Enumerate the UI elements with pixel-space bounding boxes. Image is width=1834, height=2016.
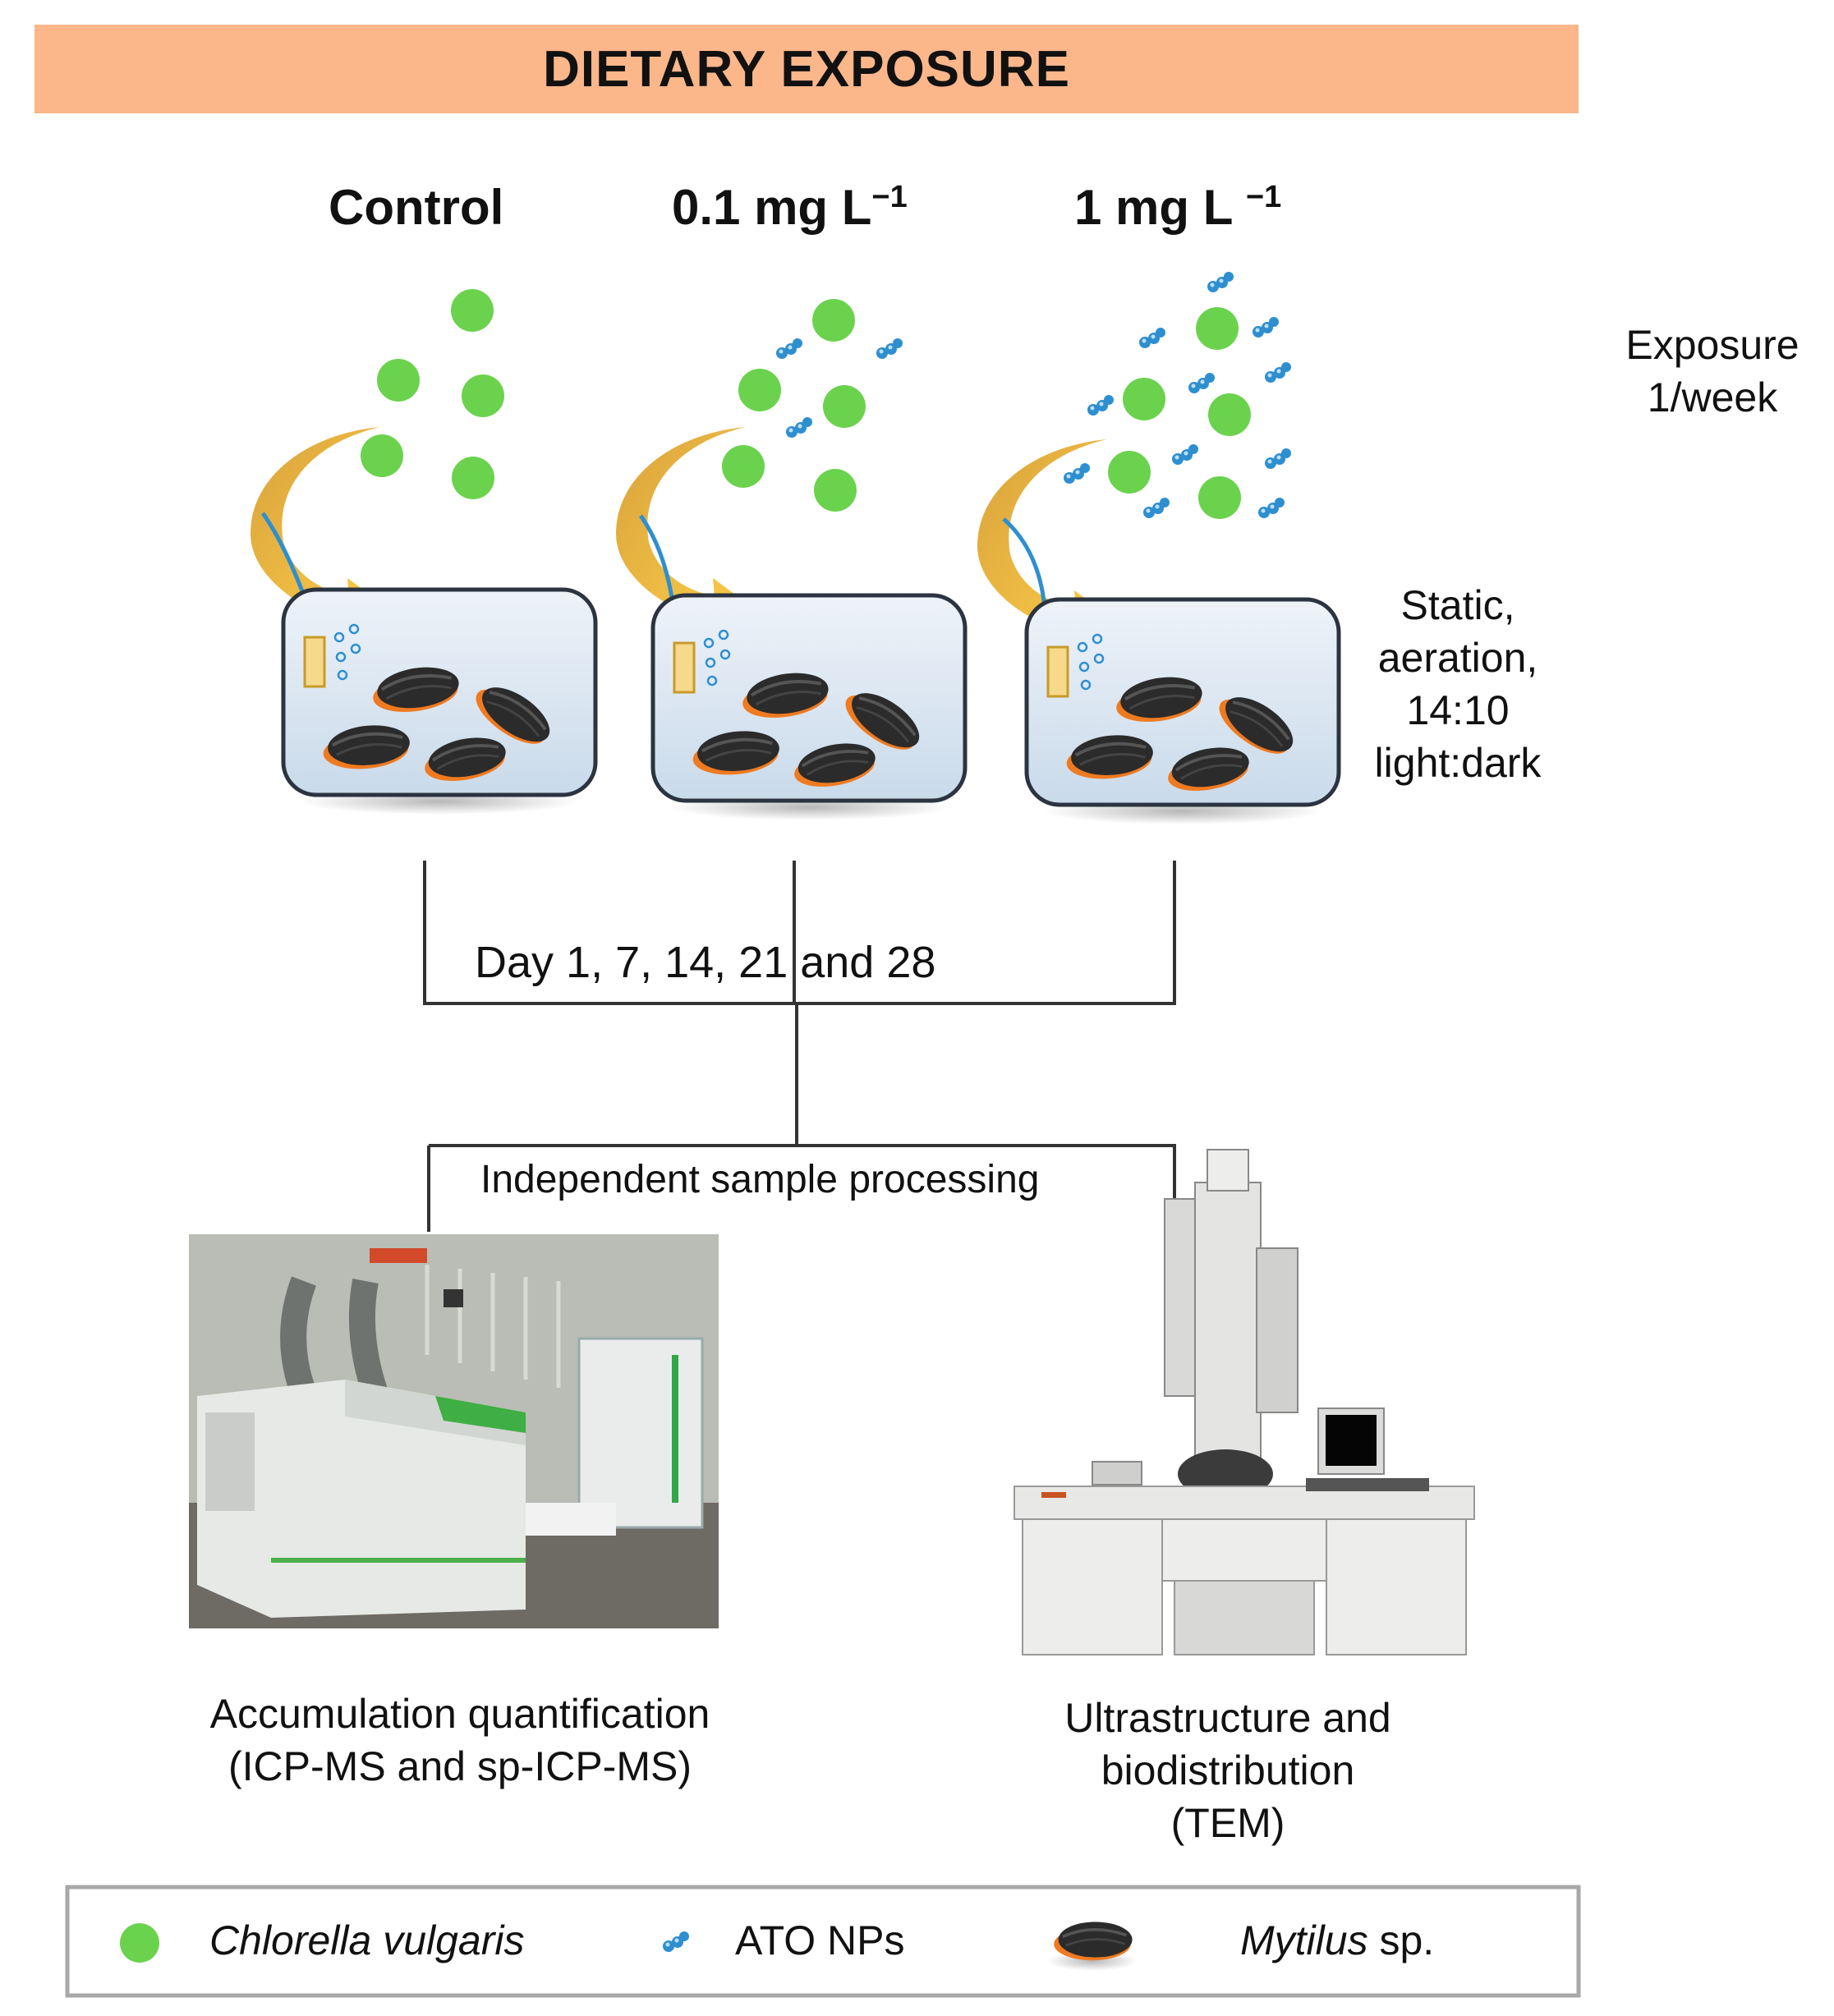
algae-low [722,299,866,512]
tem-caption: Ultrastructure and biodistribution (TEM) [1064,1695,1391,1846]
sampling-bracket [423,861,1176,1146]
tank-high [1027,599,1339,824]
legend-mussel-label: Mytilus sp. [1240,1917,1435,1963]
icp-ms-instrument-image [189,1234,719,1628]
nanoparticles-high [1064,272,1291,518]
processing-bracket [427,1144,1176,1232]
tank-control [283,590,595,815]
legend-mussel-swatch [1047,1920,1138,1971]
tank-conditions-note: Static, aeration, 14:10 light:dark [1374,582,1542,786]
legend-algae-swatch [120,1923,159,1963]
diagram-title: DIETARY EXPOSURE [543,40,1070,98]
legend-algae-label: Chlorella vulgaris [209,1917,525,1963]
tem-instrument-image [1014,1149,1475,1656]
condition-label-high: 1 mg L −1 [1074,180,1282,235]
legend-nanoparticle-label: ATO NPs [735,1917,905,1963]
algae-high [1108,307,1251,519]
condition-label-low: 0.1 mg L−1 [672,180,908,235]
title-banner: DIETARY EXPOSURE [34,25,1579,113]
algae-control [361,289,504,499]
legend-box [65,1885,1581,1998]
icp-ms-caption: Accumulation quantification (ICP-MS and … [209,1691,710,1789]
condition-label-control: Control [329,180,504,235]
tank-low [653,595,965,820]
exposure-note: Exposure 1/week [1625,322,1800,420]
sampling-days-label: Day 1, 7, 14, 21 and 28 [475,938,936,987]
processing-label: Independent sample processing [480,1158,1040,1201]
